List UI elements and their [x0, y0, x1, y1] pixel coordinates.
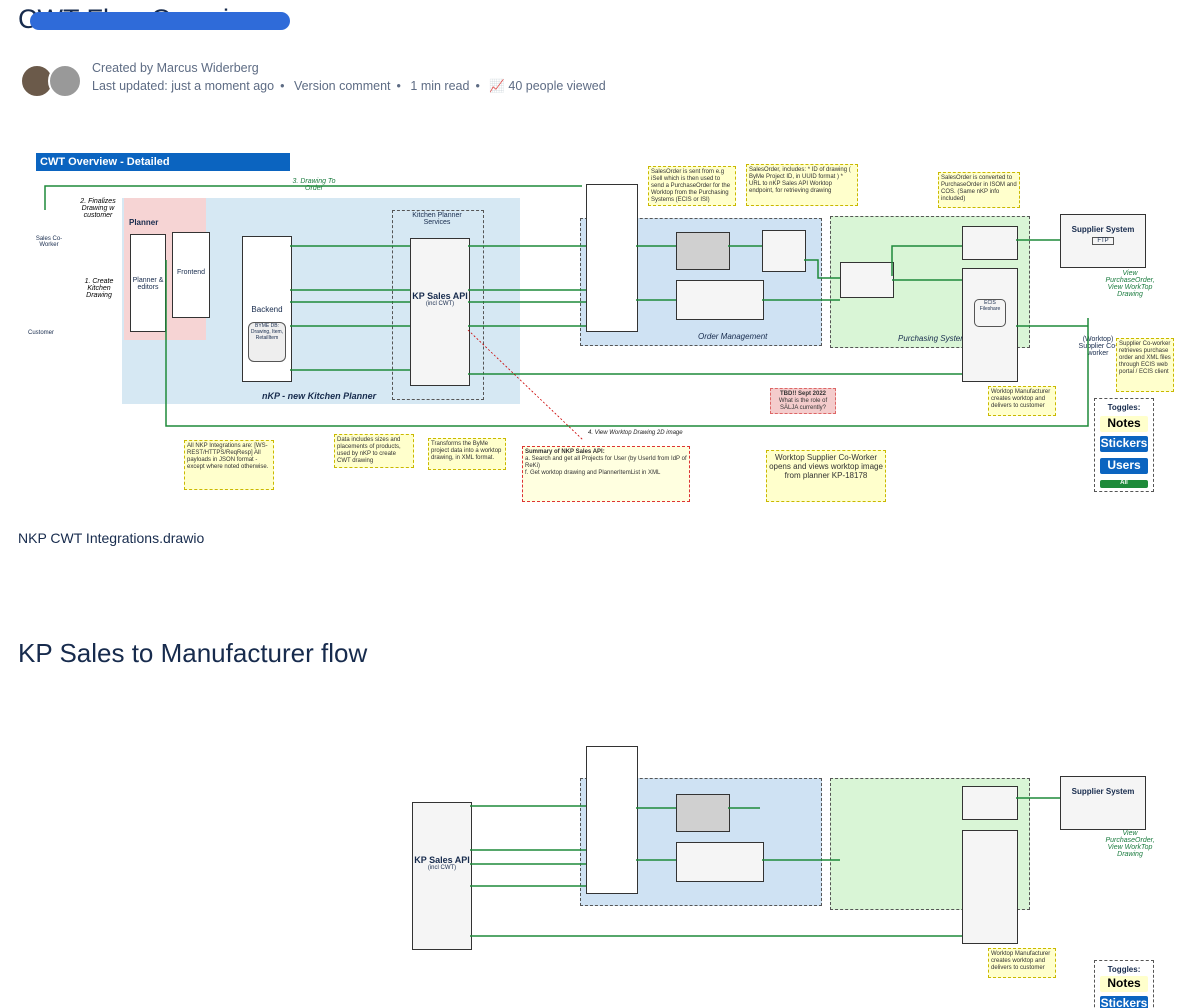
toggle-stickers[interactable]: Stickers	[1100, 436, 1148, 452]
note-includes: SalesOrder, includes: * ID of drawing ( …	[746, 164, 858, 206]
planner-label: Planner	[129, 218, 159, 227]
step-3-label: 3. Drawing To Order	[292, 178, 336, 192]
kp-sales-api-label: KP Sales API	[414, 855, 470, 865]
view-purchase-label: View PurchaseOrder, View WorkTop Drawing	[1105, 270, 1155, 298]
summary-item: f. Get worktop drawing and PlannerItemLi…	[525, 469, 661, 476]
diagram-cwt-overview[interactable]: CWT Overview - Detailed nKP - new Kitche…	[18, 150, 1178, 502]
analytics-icon: 📈	[489, 79, 505, 93]
connector-drawing-to-order	[44, 185, 582, 210]
attachment-name[interactable]: NKP CWT Integrations.drawio	[18, 530, 205, 546]
order-box-1[interactable]	[676, 794, 730, 832]
diagram-header: CWT Overview - Detailed	[36, 153, 290, 171]
purchasing-box-3[interactable]: ECIS Fileshare	[962, 268, 1018, 382]
diagram-connectors	[44, 185, 1089, 441]
order-box-2[interactable]	[676, 280, 764, 320]
toggle-all[interactable]: All	[1100, 480, 1148, 488]
note-summary: Summary of NKP Sales API: a. Search and …	[522, 446, 690, 502]
frontend-box[interactable]: Frontend	[172, 232, 210, 318]
kp-sales-api-label: KP Sales API	[412, 291, 468, 301]
note-worktop-supplier: Worktop Supplier Co-Worker opens and vie…	[766, 450, 886, 502]
toggles-title: Toggles:	[1107, 965, 1141, 974]
note-manufacturer: Worktop Manufacturer creates worktop and…	[988, 386, 1056, 416]
customer-actor: Customer	[28, 330, 55, 336]
kp-sales-api-box[interactable]: KP Sales API (incl CWT)	[410, 238, 470, 386]
kp-sales-api-sub: (incl CWT)	[427, 865, 457, 871]
diagram-connectors	[470, 797, 1060, 937]
purchasing-box-1[interactable]	[840, 262, 894, 298]
view-purchase-label: View PurchaseOrder, View WorkTop Drawing	[1105, 830, 1155, 858]
backend-box[interactable]: Backend BYME DB: Drawing, Item, RetailIt…	[242, 236, 292, 382]
tbd-title: TBD!! Sept 2022	[779, 391, 826, 397]
supplier-actor: (Worktop) Supplier Co-worker	[1078, 336, 1118, 357]
note-salesorder: SalesOrder is sent from e.g iSell which …	[648, 166, 736, 206]
supplier-system-box[interactable]: Supplier System FTP	[1060, 214, 1146, 268]
views-count[interactable]: 40 people viewed	[508, 79, 606, 93]
last-updated: Last updated: just a moment ago	[92, 79, 275, 93]
avatar[interactable]	[48, 64, 82, 98]
planner-inner-label: Planner & editors	[132, 277, 164, 291]
note-converted: SalesOrder is converted to PurchaseOrder…	[938, 172, 1020, 208]
version-comment-link[interactable]: Version comment	[293, 79, 391, 93]
redaction-mark	[30, 12, 290, 30]
region-order-label: Order Management	[698, 332, 768, 341]
kps-label: Kitchen Planner Services	[412, 212, 462, 226]
supplier-system-box[interactable]: Supplier System	[1060, 776, 1146, 830]
ftp-label: FTP	[1092, 237, 1114, 245]
note-manufacturer: Worktop Manufacturer creates worktop and…	[988, 948, 1056, 978]
note-transform: Transforms the ByMe project data into a …	[428, 438, 506, 470]
step-1-label: 1. Create Kitchen Drawing	[84, 278, 114, 299]
backend-label: Backend	[251, 305, 283, 314]
step-4-label: 4. View Worktop Drawing 2D image	[588, 430, 683, 436]
supplier-system-label: Supplier System	[1071, 787, 1135, 796]
page-metadata: Last updated: just a moment ago• Version…	[92, 79, 606, 93]
author-line: Created by Marcus Widerberg	[92, 61, 259, 75]
section-heading: KP Sales to Manufacturer flow	[18, 638, 368, 668]
sales-system-box[interactable]	[586, 746, 638, 894]
kps-boundary	[392, 210, 484, 400]
sales-coworker-actor: Sales Co-Worker	[35, 236, 63, 248]
read-time: 1 min read	[410, 79, 470, 93]
note-tbd: TBD!! Sept 2022 What is the role of SÄLJ…	[770, 388, 836, 414]
summary-title: Summary of NKP Sales API:	[525, 449, 605, 455]
order-box-1[interactable]	[676, 232, 730, 270]
purchasing-box-3[interactable]	[962, 830, 1018, 944]
summary-item: a. Search and get all Projects for User …	[525, 455, 687, 469]
supplier-system-label: Supplier System	[1071, 225, 1135, 234]
sales-system-box[interactable]	[586, 184, 638, 332]
toggle-users[interactable]: Users	[1100, 458, 1148, 474]
ecis-fileshare: ECIS Fileshare	[974, 299, 1006, 327]
purchasing-box-2[interactable]	[962, 226, 1018, 260]
frontend-label: Frontend	[176, 269, 206, 276]
order-box-3[interactable]	[762, 230, 806, 272]
toggle-stickers[interactable]: Stickers	[1100, 996, 1148, 1008]
kp-sales-api-sub: (incl CWT)	[425, 301, 455, 307]
purchasing-box-2[interactable]	[962, 786, 1018, 820]
planner-box[interactable]: Planner & editors	[130, 234, 166, 332]
region-purchasing-label: Purchasing Systems	[898, 334, 971, 343]
toggle-notes[interactable]: Notes	[1100, 416, 1148, 432]
step-2-label: 2. Finalizes Drawing w customer	[80, 198, 116, 219]
note-integrations: All NKP Integrations are: [WS-REST/HTTPS…	[184, 440, 274, 490]
toggles-title: Toggles:	[1107, 403, 1141, 412]
order-box-2[interactable]	[676, 842, 764, 882]
kp-sales-api-box[interactable]: KP Sales API (incl CWT)	[412, 802, 472, 950]
note-sizes: Data includes sizes and placements of pr…	[334, 434, 414, 468]
toggle-notes[interactable]: Notes	[1100, 976, 1148, 992]
region-nkp-label: nKP - new Kitchen Planner	[262, 391, 377, 401]
connector-supplier-loop	[165, 260, 1089, 427]
backend-db: BYME DB: Drawing, Item, RetailItem	[248, 322, 286, 362]
tbd-text: What is the role of SÄLJA currently?	[778, 397, 828, 411]
note-supplier: Supplier Co-worker retrieves purchase or…	[1116, 338, 1174, 392]
diagram-sales-to-manufacturer[interactable]: KP Sales API (incl CWT) Supplier System …	[410, 740, 1170, 1008]
